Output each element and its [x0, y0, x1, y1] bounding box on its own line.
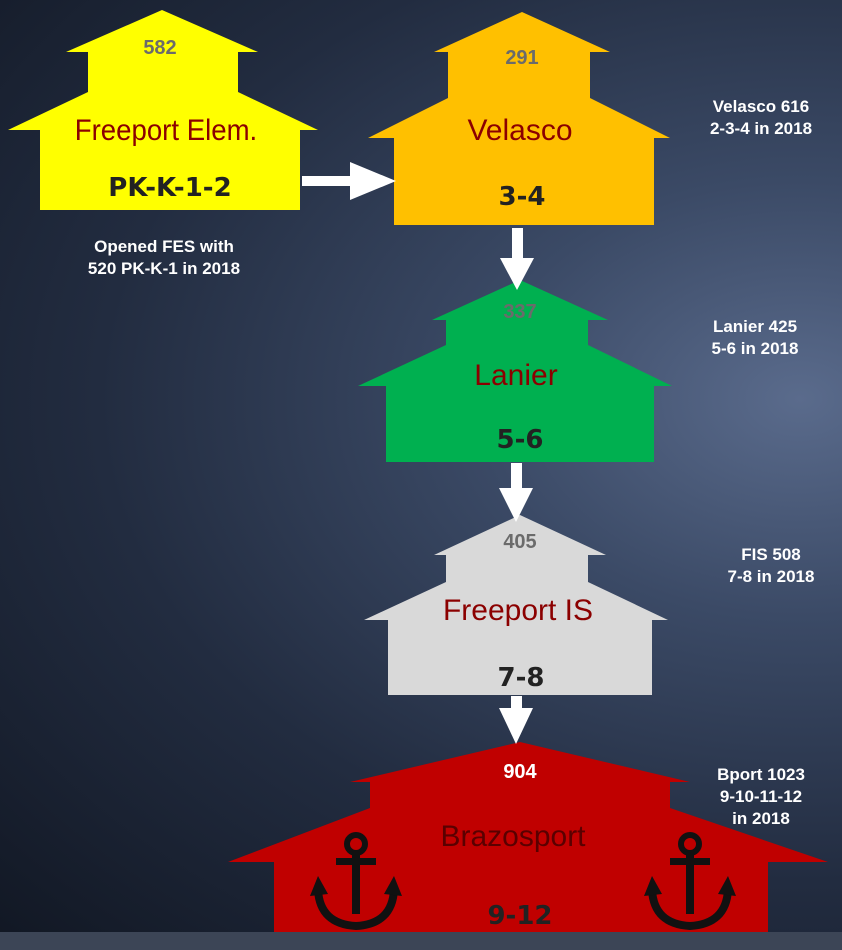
anchor-icon — [644, 832, 736, 931]
name-freeport-is: Freeport IS — [443, 594, 593, 627]
grades-velasco: 3-4 — [499, 182, 546, 212]
house-shape-lanier — [358, 280, 672, 462]
count-freeport-is: 405 — [503, 531, 536, 553]
grades-freeport-elem: PK-K-1-2 — [108, 173, 231, 203]
arrow-lanier-to-freeport-is — [499, 463, 533, 522]
name-brazosport: Brazosport — [440, 820, 586, 853]
name-freeport-elem: Freeport Elem. — [75, 114, 257, 147]
name-velasco: Velasco — [467, 114, 572, 147]
bottom-strip — [0, 932, 842, 950]
house-freeport-elem: 582 Freeport Elem. PK-K-1-2 — [8, 10, 318, 210]
arrow-velasco-to-lanier — [500, 228, 534, 290]
anchor-icon — [310, 832, 402, 931]
house-velasco: 291 Velasco 3-4 — [368, 12, 670, 225]
arrow-freeport-elem-to-velasco — [302, 162, 396, 200]
house-freeport-is: 405 Freeport IS 7-8 — [364, 515, 668, 695]
note-freeport-elem: Opened FES with 520 PK-K-1 in 2018 — [87, 237, 241, 278]
house-brazosport: 904 Brazosport 9-12 — [228, 742, 828, 950]
grades-lanier: 5-6 — [497, 425, 544, 455]
house-lanier: 337 Lanier 5-6 — [358, 280, 672, 462]
note-freeport-is: FIS 508 7-8 in 2018 — [727, 545, 815, 586]
house-shape-velasco — [368, 12, 670, 225]
house-shape-brazosport — [228, 742, 828, 950]
arrow-freeport-is-to-brazosport — [499, 696, 533, 744]
count-lanier: 337 — [503, 301, 536, 323]
name-lanier: Lanier — [474, 359, 557, 392]
note-brazosport: Bport 1023 9-10-11-12 in 2018 — [717, 765, 805, 828]
house-shape-freeport-is — [364, 515, 668, 695]
count-brazosport: 904 — [503, 761, 537, 783]
note-lanier: Lanier 425 5-6 in 2018 — [711, 317, 799, 358]
count-freeport-elem: 582 — [143, 37, 176, 59]
grades-brazosport: 9-12 — [487, 901, 552, 931]
grades-freeport-is: 7-8 — [498, 663, 545, 693]
house-shape-freeport-elem — [8, 10, 318, 210]
note-velasco: Velasco 616 2-3-4 in 2018 — [709, 97, 813, 138]
count-velasco: 291 — [505, 47, 538, 69]
